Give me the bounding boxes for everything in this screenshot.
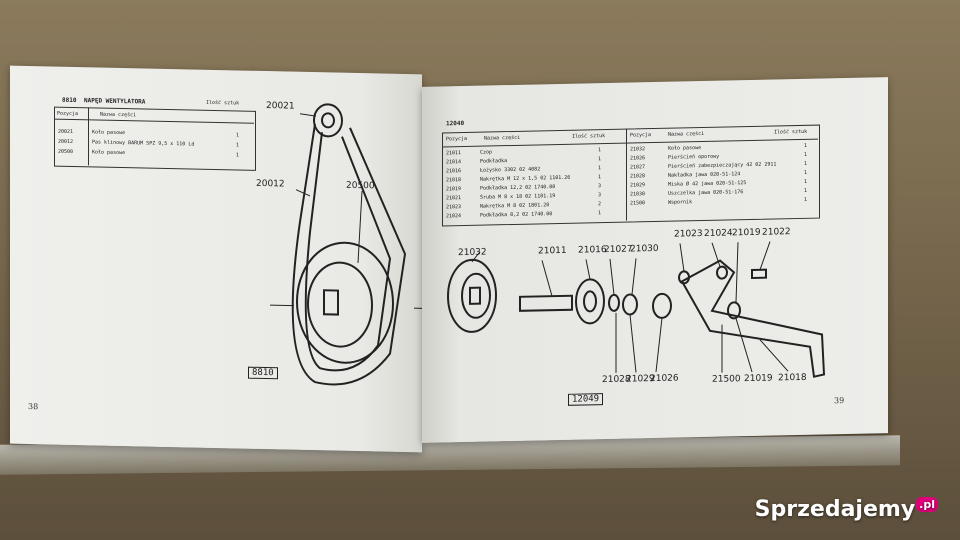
right-page-number: 39 [834,396,845,406]
left-figure-tag: 8810 [248,366,278,380]
label-20021: 20021 [266,101,295,112]
label-21019-bottom: 21019 [744,373,773,385]
left-page: 8810 NAPĘD WENTYLATORA Ilość sztuk Pozyc… [10,65,422,453]
label-21011: 21011 [538,245,567,257]
label-21019-top: 21019 [732,227,761,239]
right-page: 12040 Pozycja Nazwa części Ilość sztuk P… [422,77,888,443]
sprzedajemy-watermark: Sprzedajemy.pl [755,496,938,522]
label-21022: 21022 [762,227,791,238]
label-21026: 21026 [650,373,679,385]
label-21027: 21027 [604,244,633,256]
exploded-view-drawing [447,241,826,378]
label-21030: 21030 [630,243,659,255]
label-21018: 21018 [778,372,807,384]
label-21500: 21500 [712,374,741,385]
label-20500: 20500 [346,180,375,192]
label-21023: 21023 [674,229,703,240]
label-21016: 21016 [578,245,607,256]
fan-belt-drawing [270,103,422,386]
label-20012: 20012 [256,178,285,190]
label-21024: 21024 [704,228,733,239]
left-page-number: 38 [28,402,39,412]
right-figure-tag: 12049 [568,393,604,406]
label-21032: 21032 [458,247,487,259]
